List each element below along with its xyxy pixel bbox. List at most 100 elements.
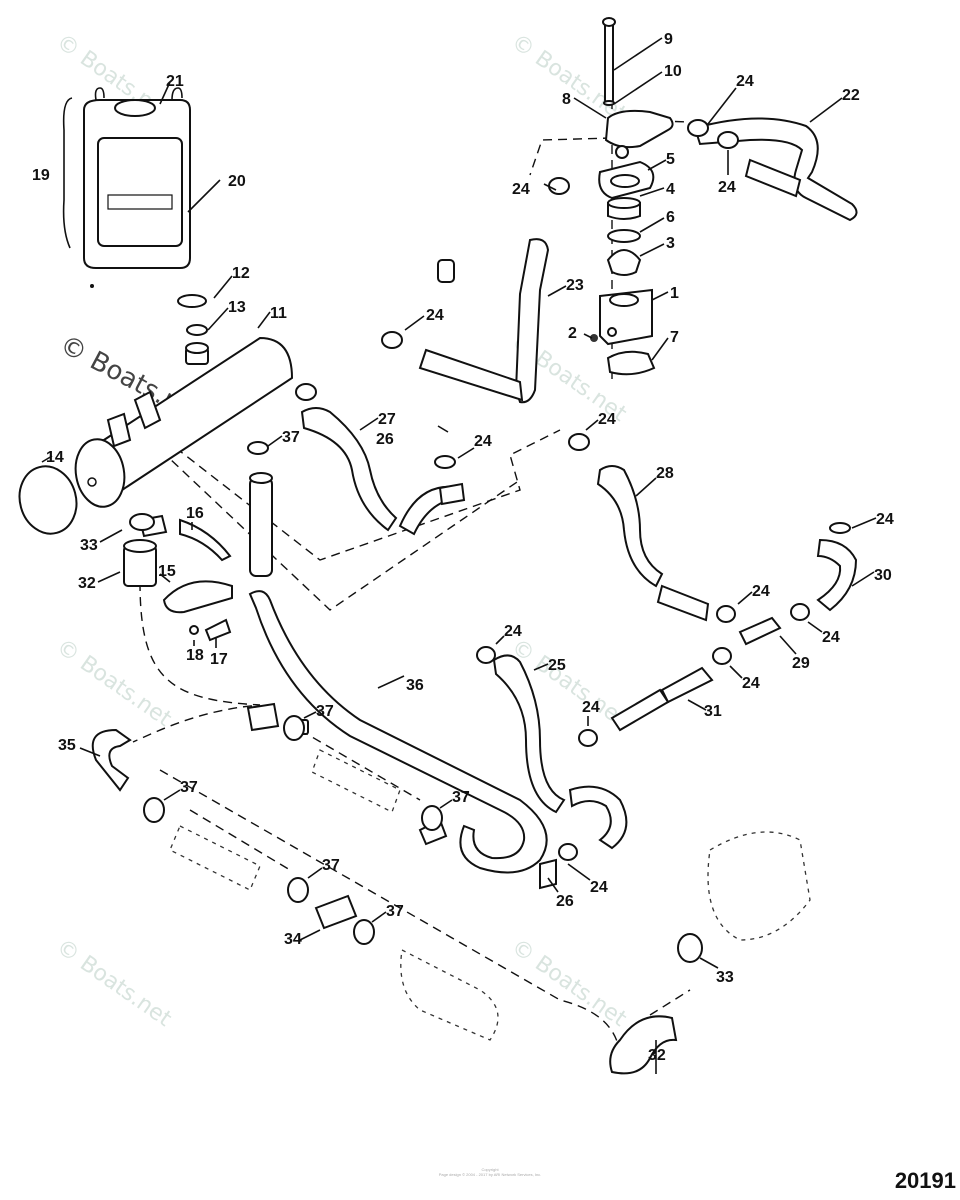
assembly-lines [132, 100, 691, 1061]
hose-36 [248, 590, 548, 874]
callout-18[interactable]: 18 [186, 647, 204, 664]
clamp-37 [287, 877, 309, 903]
callout-24[interactable]: 24 [752, 583, 770, 600]
callout-8[interactable]: 8 [562, 91, 571, 108]
callout-24[interactable]: 24 [590, 879, 608, 896]
callout-12[interactable]: 12 [232, 265, 250, 282]
callout-24[interactable]: 24 [504, 623, 522, 640]
callout-15[interactable]: 15 [158, 563, 176, 580]
callout-27[interactable]: 27 [378, 411, 396, 428]
callout-24[interactable]: 24 [474, 433, 492, 450]
callout-7[interactable]: 7 [670, 329, 679, 346]
clamp-37 [283, 715, 305, 741]
hose-22 [693, 117, 858, 222]
callout-21[interactable]: 21 [166, 73, 184, 90]
callout-24[interactable]: 24 [598, 411, 616, 428]
clamp-24 [381, 331, 403, 349]
callout-2[interactable]: 2 [568, 325, 577, 342]
callout-29[interactable]: 29 [792, 655, 810, 672]
callout-37[interactable]: 37 [322, 857, 340, 874]
callout-11[interactable]: 11 [270, 305, 287, 322]
callout-31[interactable]: 31 [704, 703, 722, 720]
clamp-37 [353, 919, 375, 945]
bolt-9 [604, 21, 614, 103]
fitting-26-upper [437, 259, 455, 283]
plug-2 [590, 334, 598, 342]
callout-30[interactable]: 30 [874, 567, 892, 584]
callout-37[interactable]: 37 [452, 789, 470, 806]
callout-34[interactable]: 34 [284, 931, 302, 948]
callout-37[interactable]: 37 [180, 779, 198, 796]
callout-5[interactable]: 5 [666, 151, 675, 168]
callout-13[interactable]: 13 [228, 299, 246, 316]
hose-vertical [249, 477, 273, 577]
clamp-24 [434, 455, 456, 469]
clamp-24 [790, 603, 810, 621]
tee-29 [738, 616, 782, 646]
callout-36[interactable]: 36 [406, 677, 424, 694]
hose-23 [514, 238, 550, 404]
callout-24[interactable]: 24 [582, 699, 600, 716]
seal-ring-6 [607, 229, 641, 243]
clamps [129, 119, 851, 963]
callout-28[interactable]: 28 [656, 465, 674, 482]
callout-14[interactable]: 14 [46, 449, 64, 466]
callout-26[interactable]: 26 [376, 431, 394, 448]
callout-23[interactable]: 23 [566, 277, 584, 294]
pump-ghost [400, 949, 499, 1041]
callout-33[interactable]: 33 [80, 537, 98, 554]
callout-24[interactable]: 24 [718, 179, 736, 196]
callout-6[interactable]: 6 [666, 209, 675, 226]
callout-37[interactable]: 37 [386, 903, 404, 920]
callout-17[interactable]: 17 [210, 651, 228, 668]
callout-3[interactable]: 3 [666, 235, 675, 252]
callout-35[interactable]: 35 [58, 737, 76, 754]
callout-24[interactable]: 24 [512, 181, 530, 198]
clamp-24 [829, 522, 851, 534]
callout-16[interactable]: 16 [186, 505, 204, 522]
ghost-components [169, 749, 811, 1041]
gasket-7 [606, 350, 656, 376]
leader-lines [41, 37, 877, 1074]
callout-20[interactable]: 20 [228, 173, 246, 190]
callout-37[interactable]: 37 [316, 703, 334, 720]
clamp-24 [578, 729, 598, 747]
clamp-14 [18, 465, 78, 535]
callout-24[interactable]: 24 [876, 511, 894, 528]
callout-24[interactable]: 24 [736, 73, 754, 90]
hose-34 [314, 894, 358, 930]
clamp-37 [247, 441, 269, 455]
callout-9[interactable]: 9 [664, 31, 673, 48]
callouts: 9 10 8 5 4 6 3 1 2 7 22 23 21 19 20 12 1… [32, 31, 894, 1064]
callout-32[interactable]: 32 [78, 575, 96, 592]
callout-24[interactable]: 24 [742, 675, 760, 692]
callout-22[interactable]: 22 [842, 87, 860, 104]
callout-32[interactable]: 32 [648, 1047, 666, 1064]
heat-exchanger [18, 294, 294, 535]
clamp-33 [677, 933, 703, 963]
callout-19[interactable]: 19 [32, 167, 50, 184]
callout-26[interactable]: 26 [556, 893, 574, 910]
pad-16 [179, 518, 232, 562]
footer-copyright-line: Page design © 2004 - 2017 by ARI Network… [438, 1172, 542, 1177]
clamp-24 [568, 433, 590, 451]
callout-37[interactable]: 37 [282, 429, 300, 446]
hose-28 [596, 465, 664, 588]
callout-24[interactable]: 24 [822, 629, 840, 646]
hose-30 [816, 538, 858, 612]
footer-copyright-line: Copyright [481, 1167, 499, 1172]
watermark: © Boats.net [52, 934, 177, 1032]
callout-4[interactable]: 4 [666, 181, 675, 198]
callout-25[interactable]: 25 [548, 657, 566, 674]
callout-1[interactable]: 1 [670, 285, 679, 302]
callout-24[interactable]: 24 [426, 307, 444, 324]
clamp-24 [295, 383, 317, 401]
clamp-24 [476, 646, 496, 664]
clamp-33 [129, 513, 155, 531]
bracket-15 [162, 580, 233, 614]
screw-17 [204, 618, 232, 642]
callout-33[interactable]: 33 [716, 969, 734, 986]
callout-10[interactable]: 10 [664, 63, 682, 80]
thermostat-stack [590, 17, 674, 376]
engine-pump-ghost [707, 831, 811, 941]
